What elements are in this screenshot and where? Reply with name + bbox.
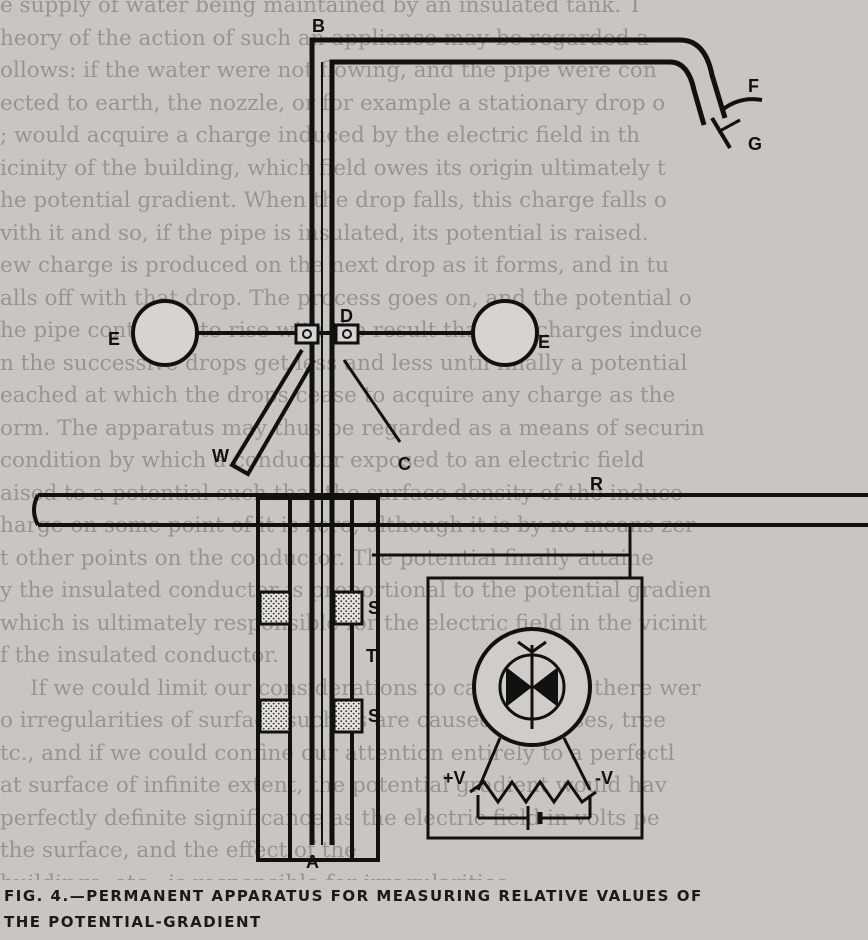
background-text-line: alls off with that drop. The process goe…	[0, 285, 692, 311]
background-text-line: vith it and so, if the pipe is insulated…	[0, 220, 649, 246]
insulator-s-lower-left	[258, 698, 292, 734]
arm-w	[229, 348, 316, 477]
wire-c	[342, 359, 402, 443]
sphere-e-right	[471, 299, 539, 367]
label-s-upper: S	[368, 598, 380, 618]
label-d: D	[340, 306, 353, 326]
nozzle-tip	[710, 116, 732, 150]
label-e-right: E	[538, 332, 550, 352]
label-s-lower: S	[368, 706, 380, 726]
background-text-line: orm. The apparatus may thus be regarded …	[0, 415, 705, 441]
label-b: B	[312, 16, 325, 36]
insulator-s-upper-left	[258, 590, 292, 626]
label-g: G	[748, 134, 762, 154]
caption-line-2: THE POTENTIAL-GRADIENT	[4, 913, 262, 931]
background-text: e supply of water being maintained by an…	[0, 0, 712, 896]
wire-to-meter	[372, 525, 632, 578]
insulator-s-upper-right	[332, 590, 364, 626]
battery-zigzag	[469, 779, 597, 805]
figure-caption: FIG. 4.—PERMANENT APPARATUS FOR MEASURIN…	[4, 883, 864, 935]
label-a: A	[306, 852, 319, 872]
insulator-right	[334, 323, 360, 345]
background-text-line: t other points on the conductor. The pot…	[0, 545, 654, 571]
circuit-frame	[426, 576, 644, 840]
apparatus-figure: B F G E E D W C R S T S A +V -V	[32, 16, 868, 872]
insulator-left	[294, 323, 320, 345]
pipe-outer	[309, 37, 728, 845]
insulator-s-lower-right	[332, 698, 364, 734]
nozzle-g	[717, 118, 741, 134]
background-text-line: tc., and if we could confine our attenti…	[0, 740, 675, 766]
label-e-left: E	[108, 329, 120, 349]
label-plus-v: +V	[443, 768, 466, 788]
caption-band	[0, 880, 868, 940]
background-text-line: e supply of water being maintained by an…	[0, 0, 643, 18]
label-t: T	[366, 646, 377, 666]
label-minus-v: -V	[595, 768, 613, 788]
nozzle-f	[720, 97, 763, 112]
sphere-e-left	[131, 299, 199, 367]
roof-beam-r	[32, 493, 868, 527]
background-text-line: n the successive drops get less and less…	[0, 350, 688, 376]
background-text-line: eached at which the drops cease to acqui…	[0, 383, 676, 408]
label-w: W	[212, 446, 229, 466]
caption-line-1: FIG. 4.—PERMANENT APPARATUS FOR MEASURIN…	[4, 887, 703, 905]
pipe-inner	[329, 59, 707, 845]
label-c: C	[398, 454, 411, 474]
background-text-line: ; would acquire a charge induced by the …	[0, 123, 640, 148]
base-tube	[256, 496, 380, 862]
label-f: F	[748, 76, 759, 96]
background-text-line: f the insulated conductor.	[0, 643, 279, 668]
label-r: R	[590, 474, 603, 494]
